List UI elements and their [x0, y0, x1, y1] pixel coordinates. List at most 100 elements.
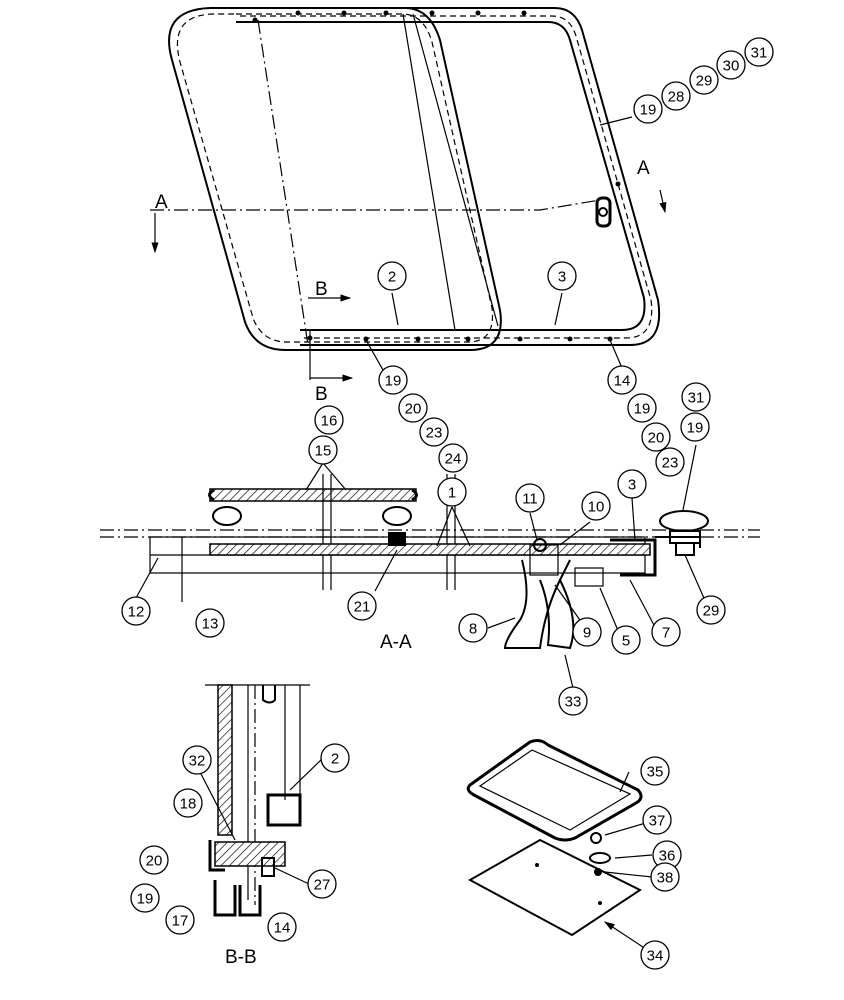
screw-37 — [590, 832, 602, 844]
callout-circle — [744, 37, 774, 67]
callout-label: 8 — [469, 621, 477, 638]
callout-circle — [651, 617, 681, 647]
callout-31: 31 — [681, 382, 711, 412]
nut-38 — [594, 868, 602, 876]
callout-27: 27 — [307, 869, 337, 899]
callout-label: 17 — [172, 913, 189, 930]
callout-label: 18 — [180, 796, 197, 813]
seal-roller-right — [382, 506, 412, 526]
right-frame-outer — [232, 7, 661, 346]
seal-and-cover — [466, 739, 643, 937]
callout-label: 7 — [662, 625, 670, 642]
section-bb-view — [205, 684, 310, 917]
callout-37: 37 — [642, 805, 672, 835]
callout-30: 30 — [716, 50, 746, 80]
callout-1: 1 — [437, 477, 467, 507]
callout-circle — [581, 491, 611, 521]
callout-38: 38 — [650, 862, 680, 892]
gasket-35-inner — [478, 749, 632, 831]
callout-7: 7 — [651, 617, 681, 647]
callout-label: 31 — [751, 45, 768, 62]
callout-label: 10 — [588, 499, 605, 516]
callout-circle — [130, 883, 160, 913]
callout-label: 12 — [128, 604, 145, 621]
callout-32: 32 — [182, 745, 212, 775]
callout-circle — [655, 447, 685, 477]
callout-19: 19 — [627, 393, 657, 423]
callout-circle — [398, 393, 428, 423]
callout-label: 21 — [354, 599, 371, 616]
sliding-glass — [209, 543, 651, 556]
callout-label: 33 — [565, 694, 582, 711]
callout-circle — [689, 65, 719, 95]
callout-circle — [377, 261, 407, 291]
callout-label: 28 — [668, 89, 685, 106]
right-frame-inner — [236, 21, 646, 331]
callout-label: 29 — [696, 73, 713, 90]
callout-label: 2 — [388, 269, 396, 286]
callout-14: 14 — [607, 365, 637, 395]
callout-10: 10 — [581, 491, 611, 521]
callout-16: 16 — [314, 405, 344, 435]
callout-label: 36 — [659, 848, 676, 865]
callout-label: 19 — [634, 401, 651, 418]
callout-circle — [267, 912, 297, 942]
pane-edge-line-2 — [412, 13, 499, 327]
pane-edge-line — [402, 13, 456, 331]
section-label-a-left: A — [155, 192, 168, 213]
callout-label: 27 — [314, 877, 331, 894]
leader-lines — [135, 116, 708, 956]
callout-label: 19 — [640, 102, 657, 119]
callout-circle — [680, 412, 710, 442]
section-aa-view — [100, 474, 760, 650]
screw-11 — [533, 538, 547, 552]
bb-channel-2 — [266, 793, 302, 827]
callout-19: 19 — [378, 365, 408, 395]
callout-18: 18 — [173, 788, 203, 818]
bb-seal-18 — [208, 840, 225, 872]
callout-11: 11 — [515, 483, 545, 513]
callout-19: 19 — [633, 94, 663, 124]
callout-36: 36 — [652, 840, 682, 870]
callout-20: 20 — [398, 393, 428, 423]
callout-29: 29 — [689, 65, 719, 95]
callout-circle — [640, 940, 670, 970]
section-label-b-bottom: B — [315, 384, 328, 405]
callout-label: 29 — [703, 603, 720, 620]
callout-29: 29 — [696, 595, 726, 625]
pane-seal — [208, 488, 418, 502]
callout-circle — [558, 686, 588, 716]
bb-clip-27 — [261, 857, 275, 877]
callout-label: 20 — [405, 401, 422, 418]
callout-9: 9 — [572, 617, 602, 647]
callout-31: 31 — [744, 37, 774, 67]
bumper — [388, 532, 406, 546]
callout-2: 2 — [320, 743, 350, 773]
detached-pane — [209, 488, 417, 502]
callout-label: 32 — [189, 753, 206, 770]
frame-fasteners — [252, 10, 621, 342]
callout-label: 13 — [202, 616, 219, 633]
callout-circle — [607, 365, 637, 395]
keeper-5 — [574, 567, 604, 587]
callout-23: 23 — [419, 417, 449, 447]
callout-circle — [173, 788, 203, 818]
callout-label: 3 — [558, 269, 566, 286]
callout-14: 14 — [267, 912, 297, 942]
callout-8: 8 — [458, 613, 488, 643]
callout-label: 37 — [649, 813, 666, 830]
callout-label: 20 — [146, 853, 163, 870]
knob-31 — [659, 510, 709, 532]
view-label-bb: B-B — [225, 947, 257, 968]
bb-profile-top — [262, 685, 276, 704]
callout-circle — [165, 905, 195, 935]
callout-circle — [438, 443, 468, 473]
callout-circle — [458, 613, 488, 643]
callout-circle — [611, 625, 641, 655]
callout-circle — [633, 94, 663, 124]
callout-circle — [681, 382, 711, 412]
callout-circle — [419, 417, 449, 447]
callout-28: 28 — [661, 81, 691, 111]
callout-circle — [650, 862, 680, 892]
